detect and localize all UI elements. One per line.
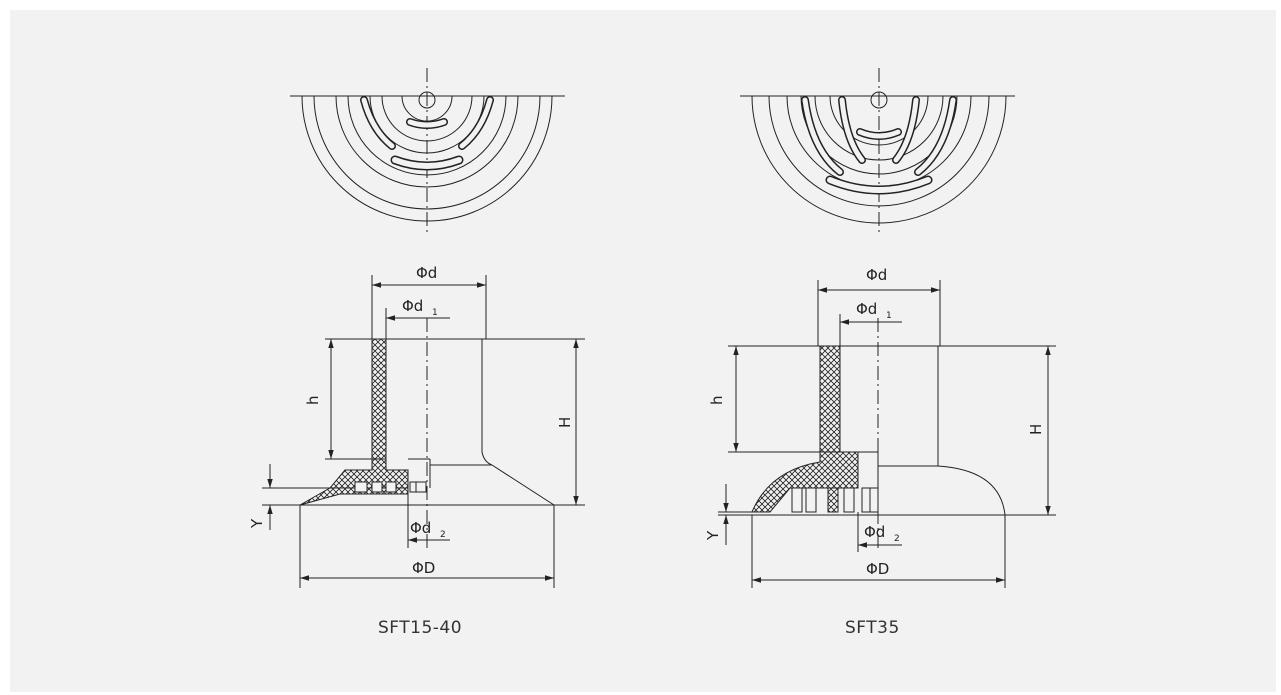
section-view-sft15-40: [262, 275, 585, 588]
dim-d1-label: Φd: [856, 300, 877, 318]
dim-h-label: h: [304, 395, 322, 405]
dim-d-label: Φd: [866, 266, 887, 284]
diagram-panel: [10, 10, 1276, 692]
dim-d-label: Φd: [416, 264, 437, 282]
dim-d2-sub: 2: [440, 530, 446, 540]
dim-d1-sub: 1: [886, 311, 892, 321]
dim-D-label: ΦD: [412, 559, 435, 577]
dim-D-label: ΦD: [866, 560, 889, 578]
top-view-sft35: [740, 68, 1015, 232]
dim-d1-label: Φd: [402, 297, 423, 315]
dim-d2-label: Φd: [410, 519, 431, 537]
dim-H-label: H: [1027, 424, 1045, 435]
dim-d2-label: Φd: [864, 523, 885, 541]
drawing-sft15-40: [262, 68, 585, 588]
model-label-sft35: SFT35: [845, 618, 900, 638]
dim-h-label: h: [708, 395, 726, 405]
model-label-sft15-40: SFT15-40: [378, 618, 463, 638]
section-view-sft35: [718, 280, 1056, 588]
dim-Y-label: Y: [248, 518, 266, 529]
drawing-sft35: [718, 68, 1056, 588]
dim-H-label: H: [556, 417, 574, 428]
labels-sft35: Φd Φd 1 h H Y Φd 2 ΦD: [704, 266, 1045, 578]
dim-Y-label: Y: [704, 530, 722, 541]
dim-d1-sub: 1: [432, 308, 438, 318]
dim-d2-sub: 2: [894, 534, 900, 544]
top-view-sft15-40: [290, 68, 565, 232]
labels-sft15-40: Φd Φd 1 h H Y Φd 2 ΦD: [248, 264, 574, 577]
